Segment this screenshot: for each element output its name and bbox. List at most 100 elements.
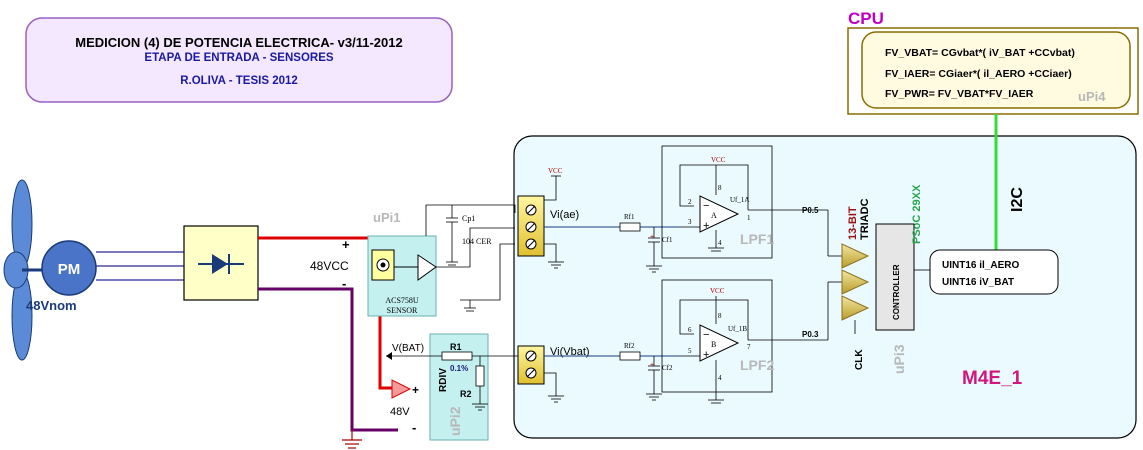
psoc-chip: PSoC 29XX (911, 184, 923, 244)
ground-left (342, 430, 362, 449)
psoc-tag: uPi3 (891, 344, 907, 374)
diode-icon (212, 254, 228, 274)
cpu-tag: uPi4 (1078, 89, 1106, 104)
battery-icon (391, 379, 412, 399)
cp1-section (425, 204, 516, 312)
cf2-label: Cf2 (662, 364, 673, 372)
lpf2-label: LPF2 (740, 357, 774, 373)
cf1-label: Cf1 (662, 236, 673, 244)
pm-label: PM (58, 261, 81, 278)
opamp-a-label: Uf_1A (730, 196, 749, 204)
title-line-3: R.OLIVA - TESIS 2012 (180, 75, 298, 87)
cpu-block: CPU FV_VBAT= CGvbat*( iV_BAT +CCvbat) FV… (847, 9, 1139, 115)
lpf1-label: LPF1 (740, 231, 774, 247)
opamp-b (699, 324, 740, 362)
rectifier (183, 225, 259, 301)
adc-bits: 13-BIT (847, 206, 859, 240)
cpu-equation-pwr: FV_PWR= FV_VBAT*FV_IAER (885, 88, 1034, 100)
adc-input-1 (841, 243, 870, 269)
cp1-name: Cp1 (462, 214, 475, 223)
adc-input-2 (841, 269, 870, 295)
wind-generator: PM 48Vnom (3, 179, 97, 361)
title-box: MEDICION (4) DE POTENCIA ELECTRICA- v3/1… (25, 17, 453, 103)
opamp-b-unit: B (711, 340, 716, 349)
pm-generator (41, 240, 97, 296)
r1-tolerance: 0.1% (450, 364, 468, 373)
r2-resistor (475, 365, 485, 387)
psoc-controller (875, 223, 915, 331)
title-line-2: ETAPA DE ENTRADA - SENSORES (144, 52, 333, 64)
vbat-node: V(BAT) (392, 343, 424, 354)
battery-plus: + (412, 383, 419, 397)
opamp-b-label: Uf_1B (728, 325, 747, 333)
pin-a1: 1 (747, 214, 751, 222)
r2-label: R2 (460, 389, 472, 399)
opamp-b-minus: − (703, 329, 709, 341)
sensor-tag: uPi1 (373, 210, 400, 225)
adc-clk: CLK (854, 349, 865, 370)
register-vbat: UINT16 iV_BAT (942, 277, 1014, 288)
registers-box (929, 249, 1059, 295)
lpf2-box (661, 279, 773, 393)
svg-text:+: + (650, 362, 654, 369)
pin-b6: 6 (688, 326, 692, 334)
vcc-3: VCC (710, 287, 725, 295)
dc-label: 48VCC (310, 259, 349, 273)
lpf1-box (661, 145, 773, 259)
i2c-label: I2C (1009, 187, 1026, 212)
three-phase-lines (96, 251, 184, 281)
pin-b4: 4 (718, 374, 722, 382)
svg-text:+: + (650, 234, 654, 241)
battery-minus: - (412, 420, 416, 435)
rdiv-tag: uPi2 (447, 406, 463, 436)
pin-b5: 5 (688, 347, 692, 355)
title-line-1: MEDICION (4) DE POTENCIA ELECTRICA- v3/1… (75, 35, 402, 50)
dc-minus: - (342, 276, 346, 291)
board-m4e (513, 135, 1137, 439)
cpu-equation-iaer: FV_IAER= CGiaer*( il_AERO +CCiaer) (885, 68, 1072, 80)
r1-resistor (441, 351, 473, 361)
board-name: M4E_1 (962, 368, 1023, 389)
battery-voltage: 48V (390, 406, 410, 418)
opamp-b-plus: + (703, 349, 709, 361)
terminal-block-ae (517, 195, 545, 257)
pin-b8: 8 (718, 312, 722, 320)
rdiv-label: RDIV (438, 368, 449, 392)
sensor-sub: SENSOR (387, 306, 418, 315)
cpu-equation-vbat: FV_VBAT= CGvbat*( iV_BAT +CCvbat) (885, 47, 1075, 59)
adc-type: TRIADC (859, 198, 871, 240)
opamp-a-minus: − (703, 200, 709, 212)
rf1-label: Rf1 (624, 213, 635, 221)
vcc-1: VCC (548, 167, 563, 175)
cp1-value: 104 CER (462, 237, 492, 246)
current-sensor: uPi1 ACS758U SENSOR (367, 210, 437, 317)
opamp-a (699, 195, 740, 233)
adc-inputs (827, 210, 870, 340)
terminal-block-vbat (517, 345, 545, 385)
pin-a3: 3 (688, 218, 692, 226)
port-p03: P0.3 (802, 330, 819, 339)
sensor-part: ACS758U (385, 296, 419, 305)
register-iaero: UINT16 il_AERO (942, 260, 1019, 271)
controller-label: CONTROLLER (892, 264, 901, 320)
dc-plus: + (342, 237, 350, 252)
port-p05: P0.5 (802, 206, 819, 215)
terminal-vbat-label: Vi(Vbat) (550, 346, 590, 358)
adc-clk-input (841, 295, 870, 321)
cpu-label: CPU (848, 9, 884, 28)
pin-a8: 8 (718, 184, 722, 192)
generator-rating: 48Vnom (26, 298, 77, 313)
pin-a4: 4 (718, 239, 722, 247)
voltage-divider (386, 333, 518, 441)
opamp-a-unit: A (711, 211, 717, 220)
opamp-a-plus: + (703, 220, 709, 232)
pin-a2: 2 (688, 198, 692, 206)
r1-label: R1 (450, 342, 462, 352)
rf1-resistor (619, 222, 641, 232)
rf2-resistor (619, 351, 641, 361)
pin-b7: 7 (747, 343, 751, 351)
dc-negative-wire (258, 287, 398, 432)
rf2-label: Rf2 (624, 342, 635, 350)
vcc-2: VCC (711, 156, 726, 164)
